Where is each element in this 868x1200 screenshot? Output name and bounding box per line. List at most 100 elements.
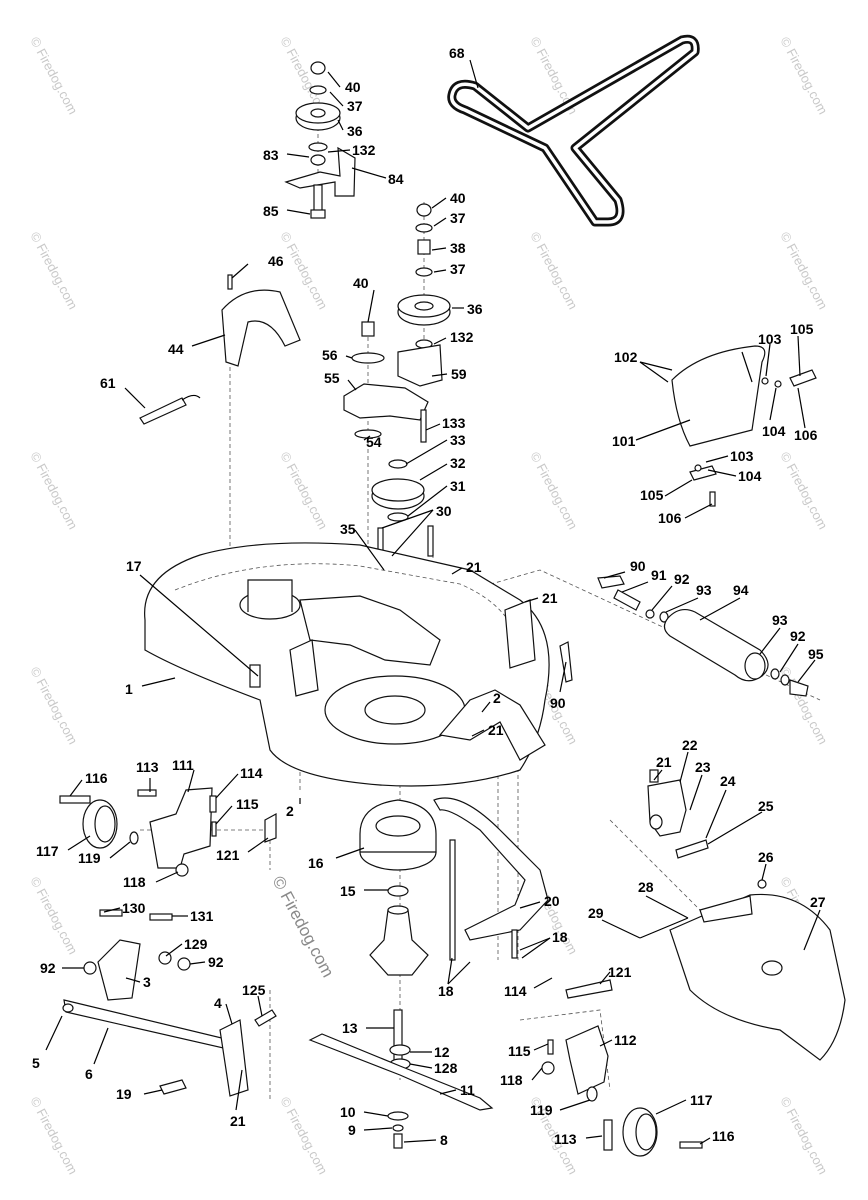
callout-label: 125 (242, 982, 266, 998)
callout-label: 6 (85, 1066, 93, 1082)
callout-label: 92 (790, 628, 806, 644)
callout-label: 101 (612, 433, 636, 449)
callout-label: 21 (542, 590, 558, 606)
callout-label: 106 (658, 510, 682, 526)
callout-label: 112 (614, 1032, 637, 1048)
height-adjust-bracket (647, 769, 767, 889)
callout-label: 93 (696, 582, 712, 598)
callout-label: 95 (808, 646, 824, 662)
callout-label: 103 (730, 448, 754, 464)
anti-scalp-roller-assembly (559, 575, 809, 697)
callout-label: 106 (794, 427, 818, 443)
callout-label: 56 (322, 347, 338, 363)
callout-label: 117 (36, 843, 59, 859)
watermark: © Firedog.com (277, 449, 330, 531)
callout-label: 2 (286, 803, 294, 819)
callout-label: 94 (733, 582, 749, 598)
watermark: © Firedog.com (777, 34, 830, 116)
callout-label: 118 (500, 1072, 523, 1088)
front-lift-link (62, 909, 277, 1097)
callout-label: 105 (790, 321, 814, 337)
watermark: © Firedog.com (27, 229, 80, 311)
watermark: © Firedog.com (27, 34, 80, 116)
grass-deflector-assembly (671, 345, 817, 507)
callout-label: 13 (342, 1020, 358, 1036)
watermark: © Firedog.com (777, 449, 830, 531)
callout-label: 40 (345, 79, 361, 95)
callout-label: 121 (608, 964, 632, 980)
callout-label: 90 (630, 558, 646, 574)
watermark: © Firedog.com (27, 664, 80, 746)
callout-label: 16 (308, 855, 324, 871)
callout-label: 61 (100, 375, 116, 391)
callout-label: 40 (450, 190, 466, 206)
callout-label: 117 (690, 1092, 713, 1108)
callout-label: 119 (78, 850, 101, 866)
callout-label: 36 (467, 301, 483, 317)
deck-parts (59, 34, 846, 1157)
callout-label: 15 (340, 883, 356, 899)
callout-label: 105 (640, 487, 664, 503)
watermark: © Firedog.com (277, 229, 330, 311)
drive-belt (447, 34, 700, 227)
watermark: © Firedog.com (527, 449, 580, 531)
callout-label: 116 (85, 770, 108, 786)
callout-label: 54 (366, 434, 382, 450)
callout-label: 37 (347, 98, 363, 114)
callout-label: 131 (190, 908, 214, 924)
watermark: © Firedog.com (27, 1094, 80, 1176)
callout-label: 38 (450, 240, 466, 256)
callout-label: 59 (451, 366, 467, 382)
callout-label: 18 (552, 929, 568, 945)
callout-label: 32 (450, 455, 466, 471)
callout-label: 17 (126, 558, 142, 574)
callout-label: 104 (738, 468, 762, 484)
callout-label: 37 (450, 210, 466, 226)
callout-label: 9 (348, 1122, 356, 1138)
callout-label: 30 (436, 503, 452, 519)
callout-label: 21 (488, 722, 504, 738)
callout-label: 91 (651, 567, 667, 583)
callout-label: 132 (450, 329, 474, 345)
callout-label: 35 (340, 521, 356, 537)
left-gauge-wheel-assembly (59, 787, 277, 877)
callout-label: 22 (682, 737, 698, 753)
callout-label: 115 (508, 1043, 531, 1059)
callout-label: 21 (466, 559, 482, 575)
center-watermark: © Firedog.com (268, 873, 337, 981)
leader-lines (45, 59, 821, 1145)
callout-label: 3 (143, 974, 151, 990)
callout-label: 119 (530, 1102, 553, 1118)
idler-pulley-stack (343, 203, 451, 589)
callout-label: 113 (554, 1131, 577, 1147)
callout-label: 132 (352, 142, 376, 158)
callout-label: 21 (230, 1113, 246, 1129)
spindle-assembly (359, 797, 549, 976)
callout-label: 130 (122, 900, 146, 916)
callout-label: 129 (184, 936, 208, 952)
callout-label: 1 (125, 681, 133, 697)
callout-label: 128 (434, 1060, 458, 1076)
callout-label: 113 (136, 759, 159, 775)
callout-label: 5 (32, 1055, 40, 1071)
watermark: © Firedog.com (527, 229, 580, 311)
callout-label: 44 (168, 341, 184, 357)
callout-label: 92 (40, 960, 56, 976)
callout-label: 84 (388, 171, 404, 187)
callout-label: 90 (550, 695, 566, 711)
callout-label: 92 (208, 954, 224, 970)
callout-label: 46 (268, 253, 284, 269)
callout-label: 33 (450, 432, 466, 448)
callout-label: 114 (504, 983, 527, 999)
callout-label: 36 (347, 123, 363, 139)
callout-label: 93 (772, 612, 788, 628)
callout-label: 12 (434, 1044, 450, 1060)
callout-label: 19 (116, 1086, 132, 1102)
blade-and-shaft (308, 1009, 494, 1149)
callout-label: 29 (588, 905, 604, 921)
callout-label: 11 (460, 1082, 475, 1098)
callout-label: 2 (493, 690, 501, 706)
watermark: © Firedog.com (27, 874, 80, 956)
callout-label: 21 (656, 754, 672, 770)
